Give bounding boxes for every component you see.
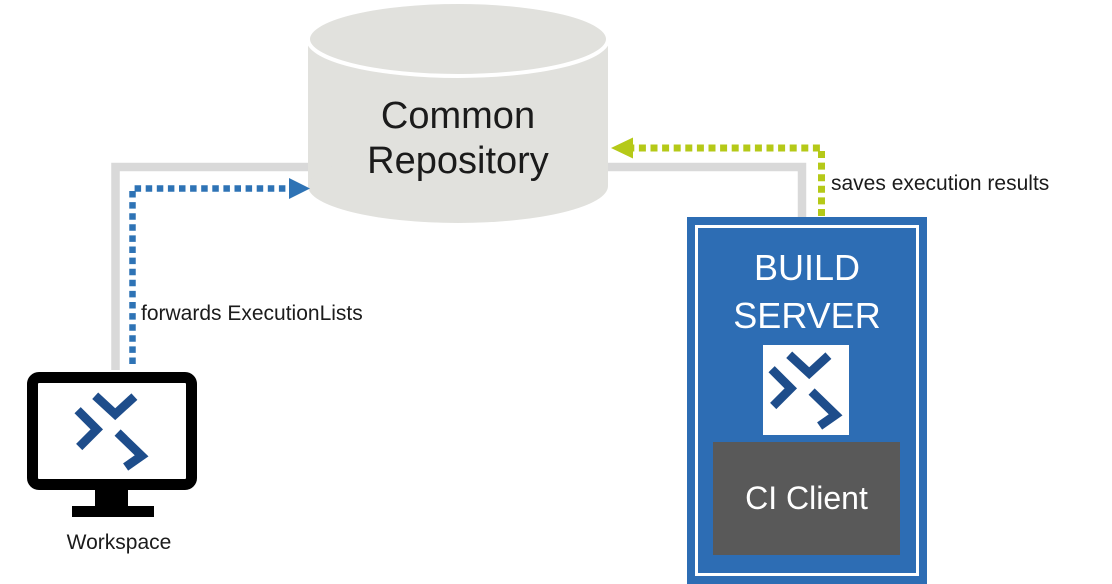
arrow-saves-line [633,144,825,216]
cylinder-bottom [308,149,608,223]
ci-client-box: CI Client [713,442,900,555]
build-server-title-line2: SERVER [733,295,881,336]
saves-execution-results-label: saves execution results [831,172,1050,195]
arrow-forwards-head [289,178,310,199]
build-server-title-line1: BUILD [753,247,861,288]
monitor-stand-base [72,506,154,517]
workspace-label: Workspace [66,531,172,554]
arrow-forwards-execution-lists [129,178,310,364]
connector-workspace-repository [111,162,312,370]
database-cylinder [306,0,610,223]
ci-client-label: CI Client [745,480,868,516]
build-server-title: BUILD SERVER [687,244,927,340]
arrow-saves-execution-results [611,137,825,216]
tosca-x-logo [74,392,149,471]
repository-label-line2: Repository [367,140,549,182]
arrow-saves-head [611,137,633,159]
build-server-box: BUILD SERVER CI Client [687,217,927,584]
arrow-forwards-line [129,185,289,364]
connector-repository-buildserver [606,162,807,222]
tosca-x-logo [768,351,843,430]
forwards-execution-lists-label: forwards ExecutionLists [141,302,363,325]
monitor-stand-neck [95,490,128,506]
repository-label-line1: Common [380,95,536,137]
build-server-logo-square [763,345,849,435]
monitor-icon [27,372,197,490]
cylinder-top [306,0,610,78]
repository-label: Common Repository [308,94,608,184]
